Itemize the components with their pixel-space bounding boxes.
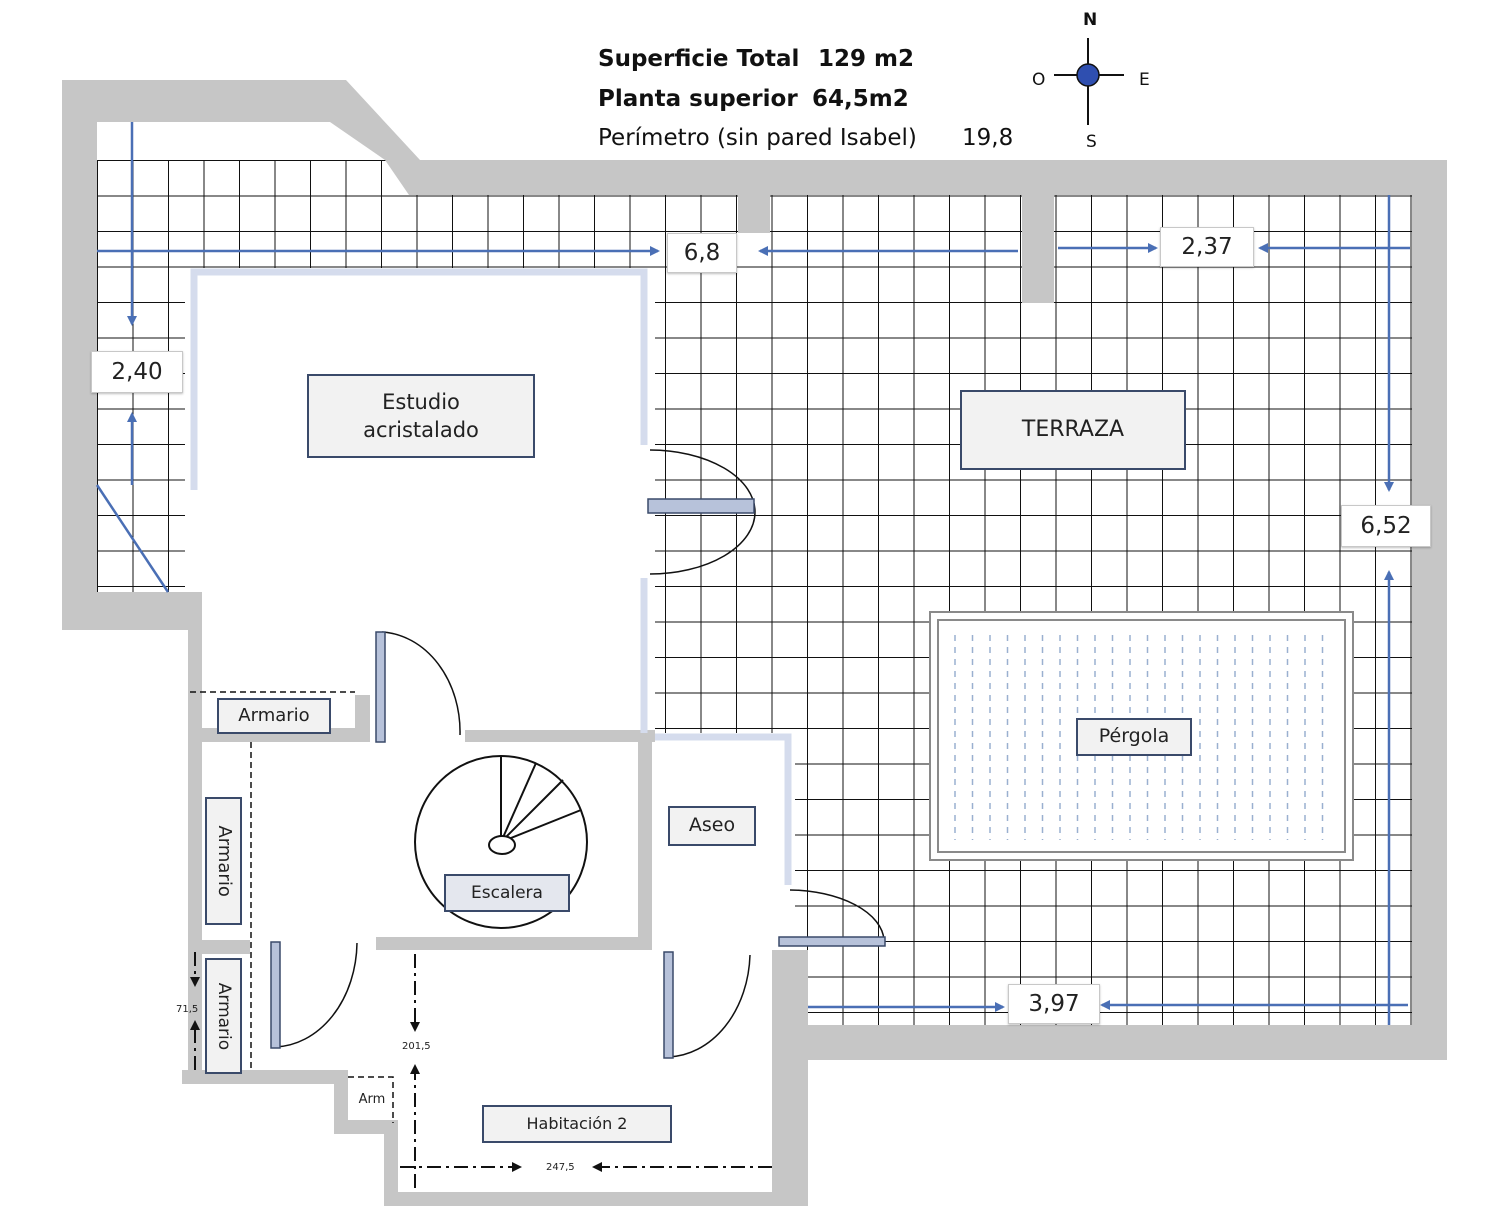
dim-right-height: 6,52 (1341, 505, 1431, 547)
outer-walls (62, 80, 1447, 1206)
wardrobe-top-label: Armario (217, 698, 331, 734)
dim-top-right-width: 2,37 (1160, 227, 1254, 267)
perimeter-value: 19,8 (962, 125, 1014, 151)
wardrobe-side-label: Armario (205, 797, 242, 925)
perimeter-label: Perímetro (sin pared Isabel) (598, 125, 917, 151)
total-area-label: Superficie Total (598, 46, 800, 72)
dim-vertical: 201,5 (402, 1041, 431, 1052)
door-leaves (270, 498, 886, 1059)
total-area-value: 129 m2 (818, 46, 914, 72)
studio-label-line1: Estudio (382, 389, 460, 414)
studio-label-line2: acristalado (363, 418, 479, 442)
bedroom2-label: Habitación 2 (482, 1105, 672, 1143)
studio-label: Estudio acristalado (307, 374, 535, 458)
wardrobe-side-text: Armario (213, 825, 235, 897)
upper-floor-value: 64,5m2 (812, 86, 909, 112)
stairs-label: Escalera (444, 874, 570, 912)
wardrobe-bottom-text: Armario (213, 982, 234, 1050)
dimension-arrows (97, 122, 1410, 1025)
wardrobe-bottom-label: Armario (205, 958, 242, 1074)
bathroom-label: Aseo (668, 806, 756, 846)
compass-icon (1054, 38, 1124, 125)
dim-top-width: 6,8 (667, 233, 737, 273)
dim-bottom-width: 3,97 (1008, 984, 1100, 1024)
terrace-label: TERRAZA (960, 390, 1186, 470)
compass-west: O (1032, 70, 1046, 90)
compass-north: N (1083, 10, 1098, 30)
dim-wardrobe: 71,5 (176, 1004, 199, 1015)
compass-east: E (1139, 70, 1150, 90)
pergola-label: Pérgola (1076, 718, 1192, 756)
arm-small-label: Arm (353, 1086, 391, 1114)
upper-floor-label: Planta superior (598, 86, 798, 112)
tile-grid (97, 160, 1412, 1025)
dashed-lines (190, 691, 394, 1123)
glass-walls (190, 268, 792, 885)
interior-dimensions (190, 952, 772, 1188)
doors (95, 449, 885, 1058)
dim-horizontal: 247,5 (546, 1162, 575, 1173)
dim-left-height: 2,40 (91, 351, 183, 393)
compass-south: S (1086, 132, 1097, 152)
